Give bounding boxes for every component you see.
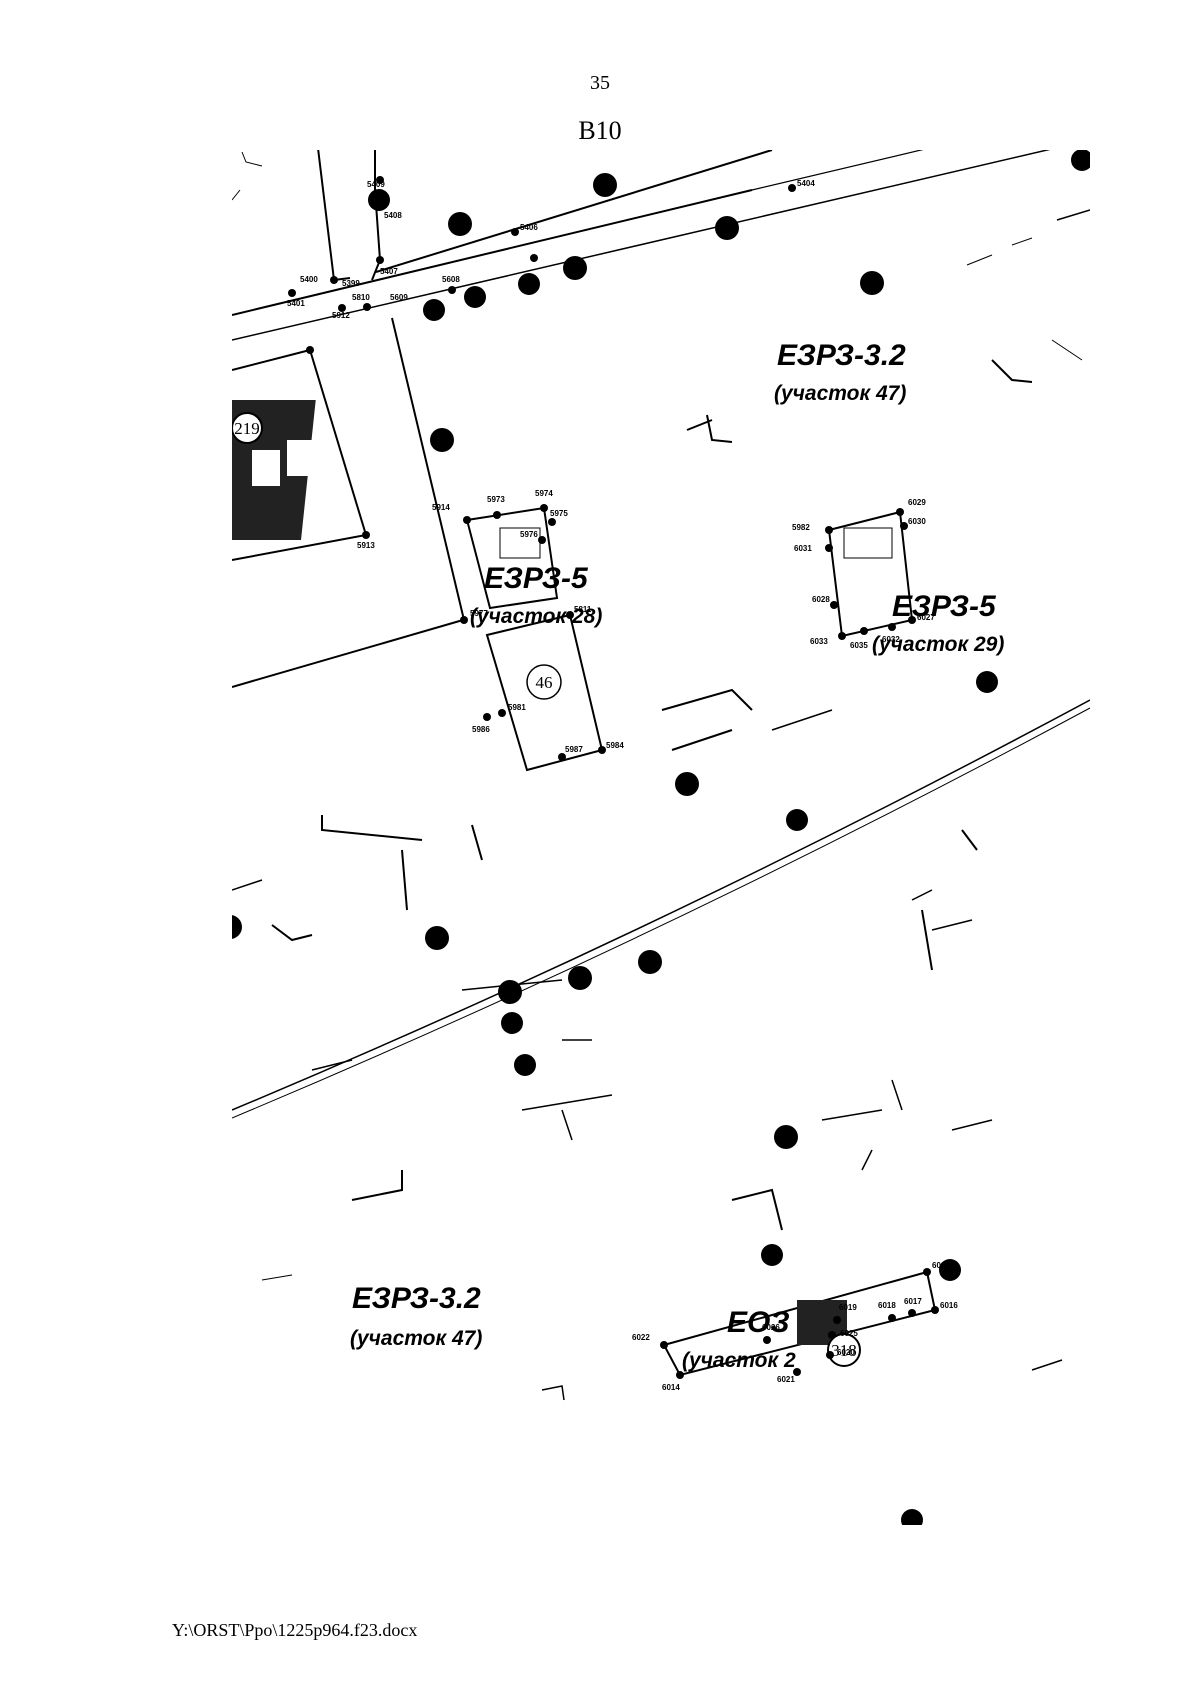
point-label: 5408 bbox=[384, 211, 402, 220]
survey-points bbox=[288, 176, 939, 1379]
road-lines bbox=[232, 150, 1090, 1119]
svg-text:(участок 29): (участок 29) bbox=[872, 633, 1004, 656]
point-label: 5973 bbox=[487, 495, 505, 504]
point-label: 6025 bbox=[840, 1329, 858, 1338]
point-label: 5984 bbox=[606, 741, 624, 750]
point-label: 6014 bbox=[662, 1383, 680, 1392]
point-label: 6028 bbox=[812, 595, 830, 604]
parcel-boundaries bbox=[232, 150, 937, 1377]
object-markers: 219 46 318 bbox=[232, 412, 861, 1367]
point-label: 5975 bbox=[550, 509, 568, 518]
point-label: 6021 bbox=[777, 1375, 795, 1384]
hatched-buildings bbox=[232, 400, 893, 1345]
point-label: 6035 bbox=[850, 641, 868, 650]
point-label: 5913 bbox=[357, 541, 375, 550]
point-label: 5976 bbox=[520, 530, 538, 539]
point-label: 6017 bbox=[904, 1297, 922, 1306]
point-label: 5811 bbox=[574, 605, 592, 614]
point-label: 6034 bbox=[932, 1261, 950, 1270]
object-marker: 219 bbox=[232, 412, 263, 444]
zone-label-ezrz-5-right: ЕЗРЗ-5 (участок 29) bbox=[872, 590, 1004, 656]
zone-label-eoz: ЕОЗ (участок 2 bbox=[682, 1306, 796, 1372]
point-label: 5981 bbox=[508, 703, 526, 712]
point-label: 6029 bbox=[908, 498, 926, 507]
svg-text:(участок 28): (участок 28) bbox=[470, 605, 602, 628]
object-marker: 46 bbox=[526, 664, 562, 700]
point-label: 6019 bbox=[839, 1303, 857, 1312]
svg-text:(участок 2: (участок 2 bbox=[682, 1349, 796, 1372]
point-label: 5400 bbox=[300, 275, 318, 284]
svg-text:ЕЗРЗ-5: ЕЗРЗ-5 bbox=[484, 562, 589, 595]
map-area[interactable]: 219 46 318 bbox=[232, 150, 1090, 1525]
point-label: 5404 bbox=[797, 179, 815, 188]
point-label: 5987 bbox=[565, 745, 583, 754]
point-label: 5407 bbox=[380, 267, 398, 276]
svg-text:ЕЗРЗ-3.2: ЕЗРЗ-3.2 bbox=[777, 339, 906, 372]
point-label: 5399 bbox=[342, 279, 360, 288]
zone-label-ezrz-3-2-bottom: ЕЗРЗ-3.2 (участок 47) bbox=[350, 1282, 482, 1350]
zone-labels: ЕЗРЗ-3.2 (участок 47) ЕЗРЗ-5 (участок 28… bbox=[350, 339, 1004, 1372]
point-label: 6016 bbox=[940, 1301, 958, 1310]
point-label: 5810 bbox=[352, 293, 370, 302]
point-label: 6030 bbox=[908, 517, 926, 526]
point-label: 6022 bbox=[632, 1333, 650, 1342]
zone-label-ezrz-5-left: ЕЗРЗ-5 (участок 28) bbox=[470, 562, 602, 628]
point-label: 6020 bbox=[837, 1348, 855, 1357]
svg-text:(участок 47): (участок 47) bbox=[774, 382, 906, 405]
map-svg: 219 46 318 bbox=[232, 150, 1090, 1525]
object-marker: 318 bbox=[827, 1333, 861, 1367]
sheet-title: В10 bbox=[578, 116, 622, 145]
point-label: 5912 bbox=[332, 311, 350, 320]
zone-label-ezrz-3-2-top: ЕЗРЗ-3.2 (участок 47) bbox=[774, 339, 906, 405]
point-label: 6026 bbox=[762, 1323, 780, 1332]
point-label: 6018 bbox=[878, 1301, 896, 1310]
point-label: 6031 bbox=[794, 544, 812, 553]
point-label: 5986 bbox=[472, 725, 490, 734]
point-label: 6032 bbox=[882, 635, 900, 644]
object-number: 46 bbox=[536, 673, 553, 692]
svg-text:ЕЗРЗ-5: ЕЗРЗ-5 bbox=[892, 590, 997, 623]
object-number: 219 bbox=[234, 419, 260, 438]
point-label: 5401 bbox=[287, 299, 305, 308]
svg-text:ЕЗРЗ-3.2: ЕЗРЗ-3.2 bbox=[352, 1282, 481, 1315]
object-number: 318 bbox=[831, 1341, 857, 1360]
point-label: 5982 bbox=[792, 523, 810, 532]
svg-text:ЕОЗ: ЕОЗ bbox=[727, 1306, 790, 1339]
svg-text:(участок 47): (участок 47) bbox=[350, 1327, 482, 1350]
point-label: 5406 bbox=[520, 223, 538, 232]
point-label: 5609 bbox=[390, 293, 408, 302]
large-dots bbox=[232, 150, 1090, 1525]
point-label: 5409 bbox=[367, 180, 385, 189]
point-label: 5974 bbox=[535, 489, 553, 498]
survey-point-labels: 5398 5410 5409 5408 5406 5407 5405 5404 … bbox=[287, 179, 958, 1392]
point-label: 5914 bbox=[432, 503, 450, 512]
point-label: 6027 bbox=[917, 613, 935, 622]
page-number: 35 bbox=[590, 72, 610, 94]
point-label: 5608 bbox=[442, 275, 460, 284]
file-path: Y:\ORST\Ppo\1225p964.f23.docx bbox=[172, 1620, 418, 1640]
point-label: 6033 bbox=[810, 637, 828, 646]
point-label: 5977 bbox=[470, 609, 488, 618]
